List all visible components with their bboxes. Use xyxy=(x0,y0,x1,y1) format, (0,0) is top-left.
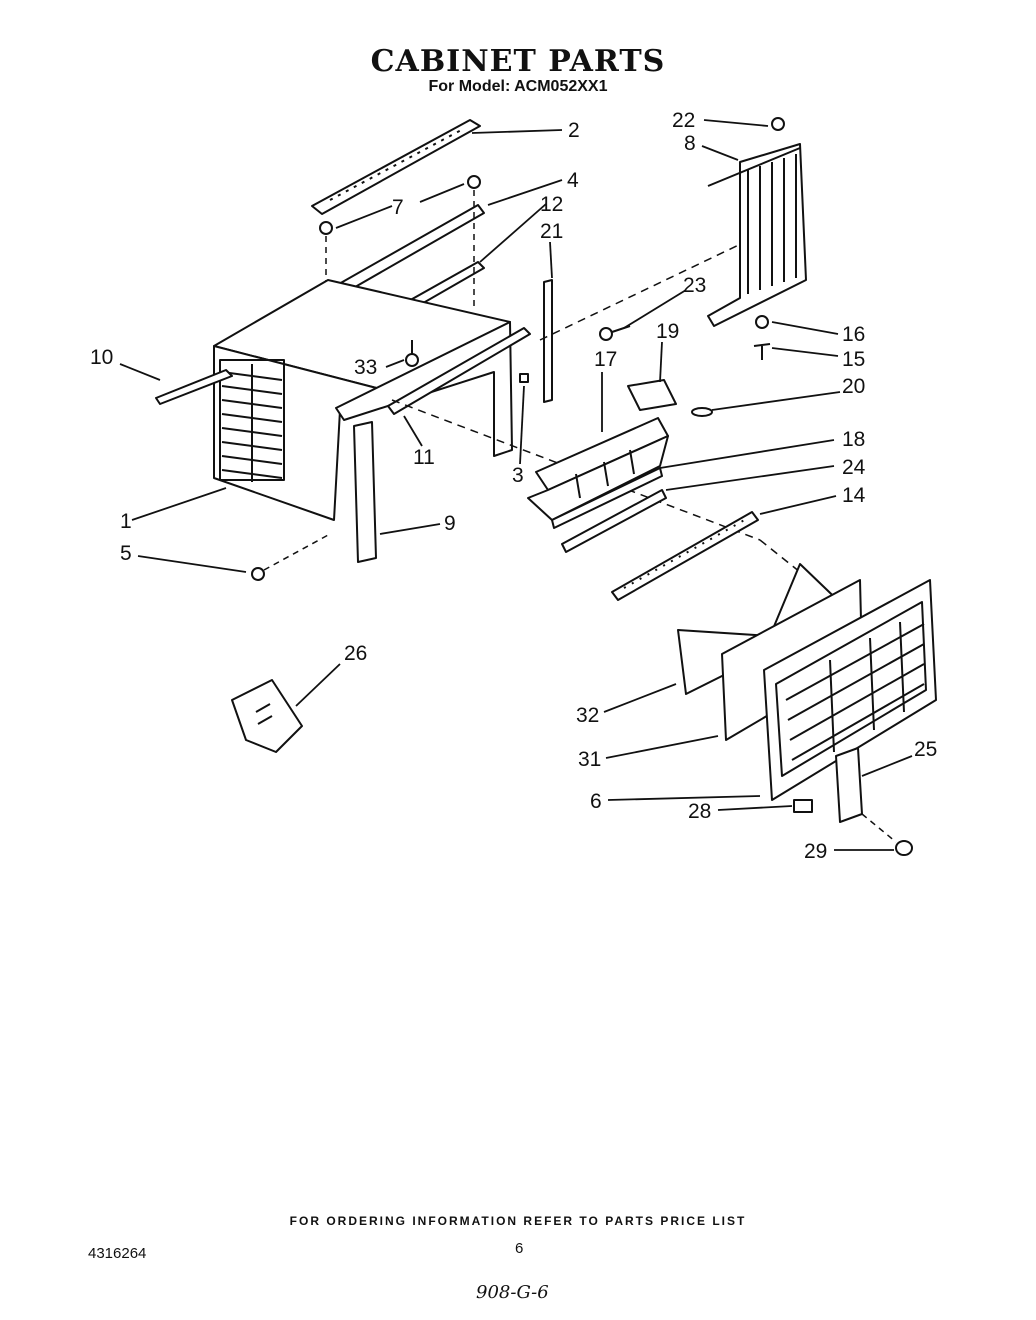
part-25-knob-plate xyxy=(835,747,863,823)
callout-31: 31 xyxy=(578,748,601,771)
callout-19: 19 xyxy=(656,320,679,343)
part-21-bracket xyxy=(543,279,553,403)
part-9-side-seal xyxy=(353,421,377,563)
callout-6: 6 xyxy=(590,790,602,813)
callout-5: 5 xyxy=(120,542,132,565)
callout-3: 3 xyxy=(512,464,524,487)
part-19-bracket xyxy=(627,379,677,411)
callout-17: 17 xyxy=(594,348,617,371)
part-33-fastener xyxy=(405,340,419,367)
part-8-rear-grille xyxy=(707,143,807,327)
callout-7: 7 xyxy=(392,196,404,219)
callout-22: 22 xyxy=(672,109,695,132)
page-number: 6 xyxy=(515,1240,524,1257)
part-2-top-rail xyxy=(311,119,481,215)
leader-lines xyxy=(119,119,913,851)
callout-15: 15 xyxy=(842,348,865,371)
callout-4: 4 xyxy=(567,169,579,192)
part-3-clip xyxy=(519,373,529,383)
part-10-side-strip xyxy=(155,369,233,405)
part-17-tray xyxy=(527,417,669,521)
part-16-grommet xyxy=(755,315,769,329)
callout-32: 32 xyxy=(576,704,599,727)
document-number: 4316264 xyxy=(88,1245,147,1262)
part-14-rail xyxy=(611,511,759,601)
callout-2: 2 xyxy=(568,119,580,142)
callout-21: 21 xyxy=(540,220,563,243)
part-28-block xyxy=(793,799,813,813)
page-title: CABINET PARTS xyxy=(370,44,666,79)
callout-8: 8 xyxy=(684,132,696,155)
callout-26: 26 xyxy=(344,642,367,665)
model-subtitle: For Model: ACM052XX1 xyxy=(428,78,608,95)
ordering-note: FOR ORDERING INFORMATION REFER TO PARTS … xyxy=(289,1214,747,1228)
callout-10: 10 xyxy=(90,346,113,369)
part-22-screw xyxy=(771,117,785,131)
callout-1: 1 xyxy=(120,510,132,533)
callout-12: 12 xyxy=(540,193,563,216)
handwritten-note: 908-G-6 xyxy=(476,1282,549,1303)
callout-16: 16 xyxy=(842,323,865,346)
callout-18: 18 xyxy=(842,428,865,451)
part-26-bracket xyxy=(231,679,303,753)
callout-23: 23 xyxy=(683,274,706,297)
callout-24: 24 xyxy=(842,456,866,479)
callout-14: 14 xyxy=(842,484,866,507)
part-5-screw xyxy=(251,533,331,581)
callout-33: 33 xyxy=(354,356,377,379)
part-11-rail xyxy=(387,327,531,415)
callout-11: 11 xyxy=(413,446,435,469)
part-24-strip xyxy=(561,489,667,553)
part-6-front-grille xyxy=(763,579,937,801)
callout-20: 20 xyxy=(842,375,865,398)
part-29-knob xyxy=(861,813,913,856)
part-20-clip xyxy=(691,407,713,417)
part-15-fastener xyxy=(753,343,771,360)
callout-25: 25 xyxy=(914,738,937,761)
part-32-filter xyxy=(677,563,851,695)
callout-9: 9 xyxy=(444,512,456,535)
part-18-strip xyxy=(551,467,663,529)
callout-29: 29 xyxy=(804,840,827,863)
callout-labels: 2 4 7 12 21 10 33 11 3 1 5 9 26 22 8 23 … xyxy=(90,109,937,863)
callout-28: 28 xyxy=(688,800,711,823)
